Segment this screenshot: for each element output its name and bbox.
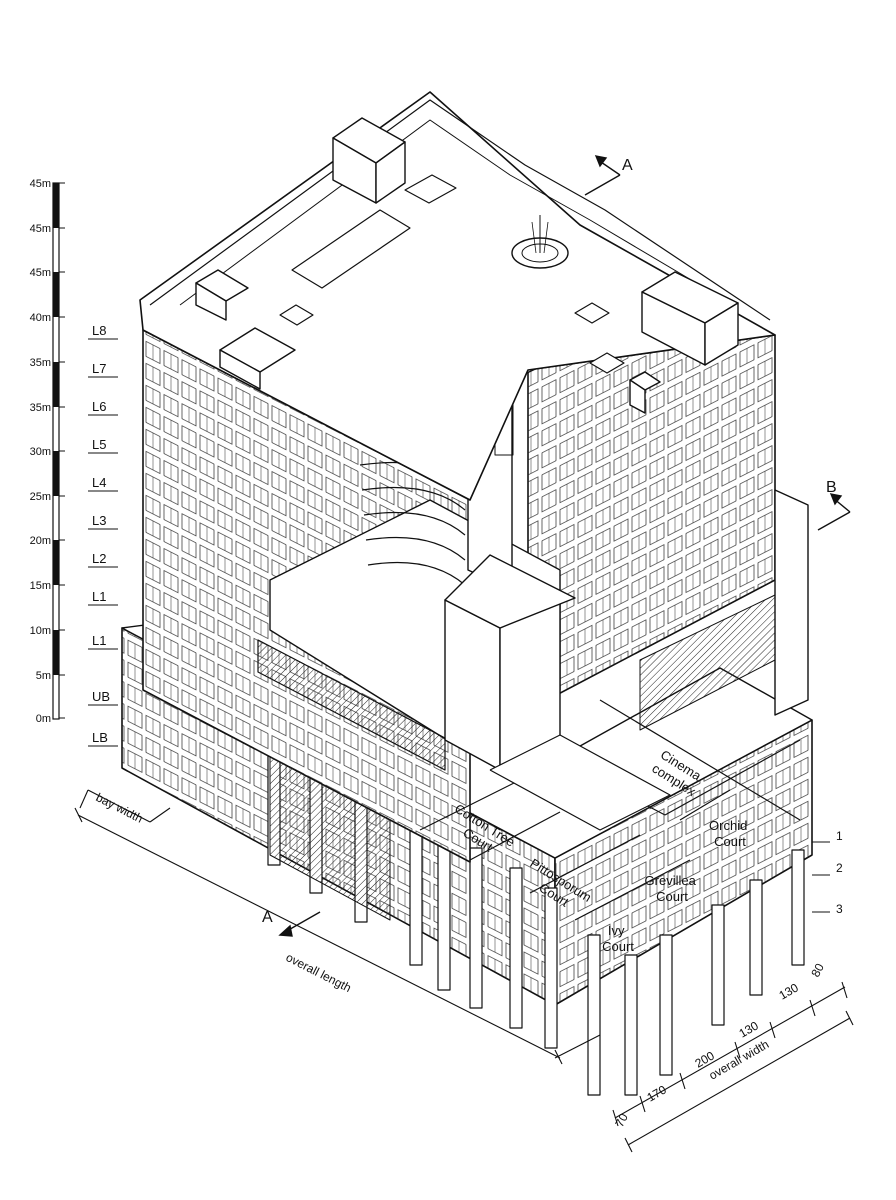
scale-label: 35m [30,402,51,414]
roof-planter [291,209,411,289]
bay-width-label: bay width [94,790,146,825]
level-label: LB [92,730,108,745]
scale-label: 30m [30,446,51,458]
courtyard-pavilion [444,599,501,771]
scale-label: 5m [36,670,51,682]
scale-bar-segment [53,362,59,407]
facade-row-3: 3 [836,902,843,916]
level-label: L1 [92,633,106,648]
level-label: L7 [92,361,106,376]
level-label: UB [92,689,110,704]
level-label: L4 [92,475,106,490]
scale-label: 45m [30,223,51,235]
level-label: L5 [92,437,106,452]
scale-bar-segment [53,630,59,675]
section-b-label: B [826,479,837,496]
rooftop-plant [195,117,739,414]
level-label: L2 [92,551,106,566]
scale-label: 10m [30,625,51,637]
overall-length-label: overall length [284,950,354,995]
facade-row-labels: 1 2 3 [836,829,843,916]
dimension-lines [74,789,854,1153]
podium-court-dividers [419,699,801,921]
scale-label: 20m [30,535,51,547]
facade-row-2: 2 [836,861,843,875]
scale-bar-segment [53,540,59,585]
scale-label: 45m [30,178,51,190]
building [121,91,830,1096]
level-label: L1 [92,589,106,604]
height-scale-bar: 45m 45m 45m 40m 35m 35m 30m 25m 20m 15m 10m 5m 0m [30,178,65,725]
scale-label: 35m [30,357,51,369]
grevillea-court-label: Grevillea Court [645,873,700,904]
pedestrian-bridge [257,639,446,771]
scale-label: 25m [30,491,51,503]
scale-label: 45m [30,267,51,279]
scale-label: 15m [30,580,51,592]
scale-bar-segment [53,183,59,228]
east-annex [774,489,809,716]
dim-segment-70: 70 [612,1111,631,1130]
section-markers: A B A [262,155,851,937]
orchid-court-label: Orchid Court [709,818,751,849]
level-label: L8 [92,323,106,338]
level-label: L6 [92,399,106,414]
roof-skylight-small [404,174,457,204]
scale-label: 0m [36,713,51,725]
section-a-top-label: A [622,157,633,174]
level-label: L3 [92,513,106,528]
dim-segment-130b: 130 [777,980,802,1002]
scale-bar-segment [53,272,59,317]
scale-bar-segment [53,451,59,496]
ivy-court-label: Ivy Court [602,923,634,954]
scale-label: 40m [30,312,51,324]
section-a-bottom-label: A [262,909,273,926]
dim-segment-170: 170 [645,1082,670,1104]
dim-segment-80: 80 [808,961,827,980]
facade-row-1: 1 [836,829,843,843]
